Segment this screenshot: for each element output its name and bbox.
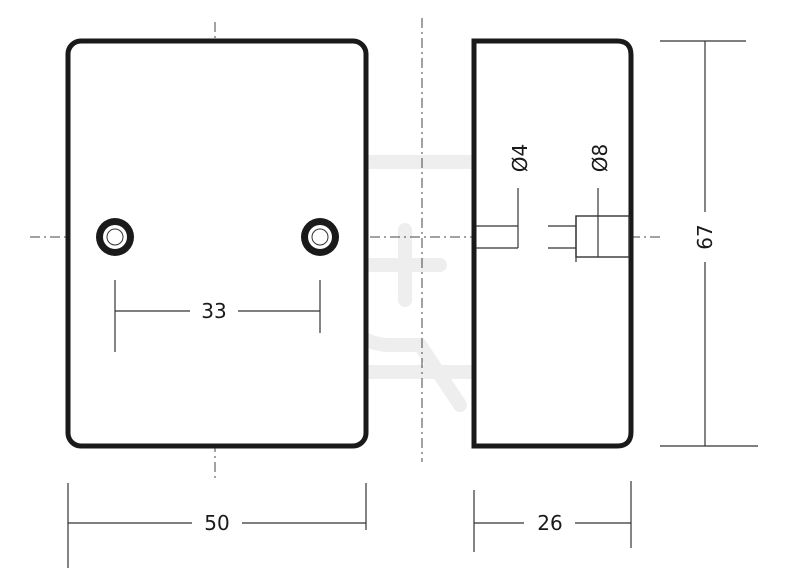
front-width-dimension: 50	[67, 483, 367, 568]
side-width-label: 26	[537, 511, 562, 535]
side-width-dimension: 26	[473, 481, 632, 552]
left-mounting-hole	[96, 218, 134, 256]
large-bore: Ø8	[575, 144, 630, 262]
side-body	[471, 38, 634, 449]
front-view: 33	[65, 38, 369, 449]
height-dimension: 67	[660, 40, 758, 447]
front-body	[65, 38, 369, 449]
hole-spacing-dimension: 33	[114, 280, 321, 352]
small-diameter-label: Ø4	[508, 144, 532, 172]
side-view: Ø4 Ø8	[471, 38, 634, 449]
right-mounting-hole	[301, 218, 339, 256]
front-width-label: 50	[204, 511, 229, 535]
small-bore: Ø4	[476, 144, 576, 249]
hole-spacing-label: 33	[201, 299, 226, 323]
large-diameter-label: Ø8	[588, 144, 612, 172]
height-label: 67	[693, 224, 717, 249]
